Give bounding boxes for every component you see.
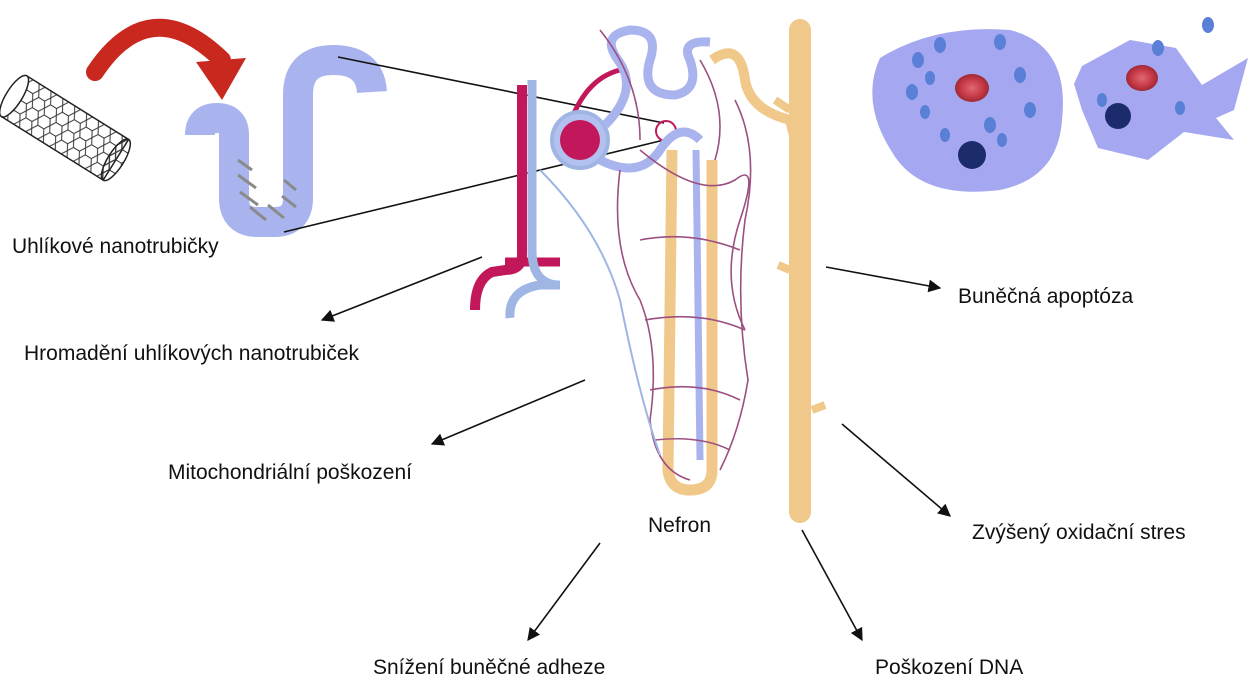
label-mitochondrial: Mitochondriální poškození <box>168 462 412 483</box>
arrow-apoptosis <box>826 267 940 288</box>
label-nanotubes: Uhlíkové nanotrubičky <box>12 236 219 257</box>
label-adhesion: Snížení buněčné adheze <box>373 657 605 678</box>
curved-red-arrow-icon <box>95 28 246 100</box>
label-dna: Poškození DNA <box>875 657 1023 678</box>
label-accumulation: Hromadění uhlíkových nanotrubiček <box>24 343 359 364</box>
label-nephron: Nefron <box>648 515 711 536</box>
arrow-oxidative <box>842 424 950 516</box>
apoptotic-cell-icon <box>1074 17 1248 160</box>
arrow-adhesion <box>528 543 600 640</box>
effect-arrows <box>322 257 950 640</box>
arrow-dna <box>802 530 862 640</box>
carbon-nanotube-icon <box>0 72 135 185</box>
label-oxidative: Zvýšený oxidační stres <box>972 522 1186 543</box>
healthy-cell-icon <box>872 29 1063 192</box>
arrow-mitochondrial <box>432 380 585 444</box>
label-apoptosis: Buněčná apoptóza <box>958 286 1133 307</box>
nephron-icon <box>475 30 825 512</box>
arrow-accumulation <box>322 257 482 320</box>
